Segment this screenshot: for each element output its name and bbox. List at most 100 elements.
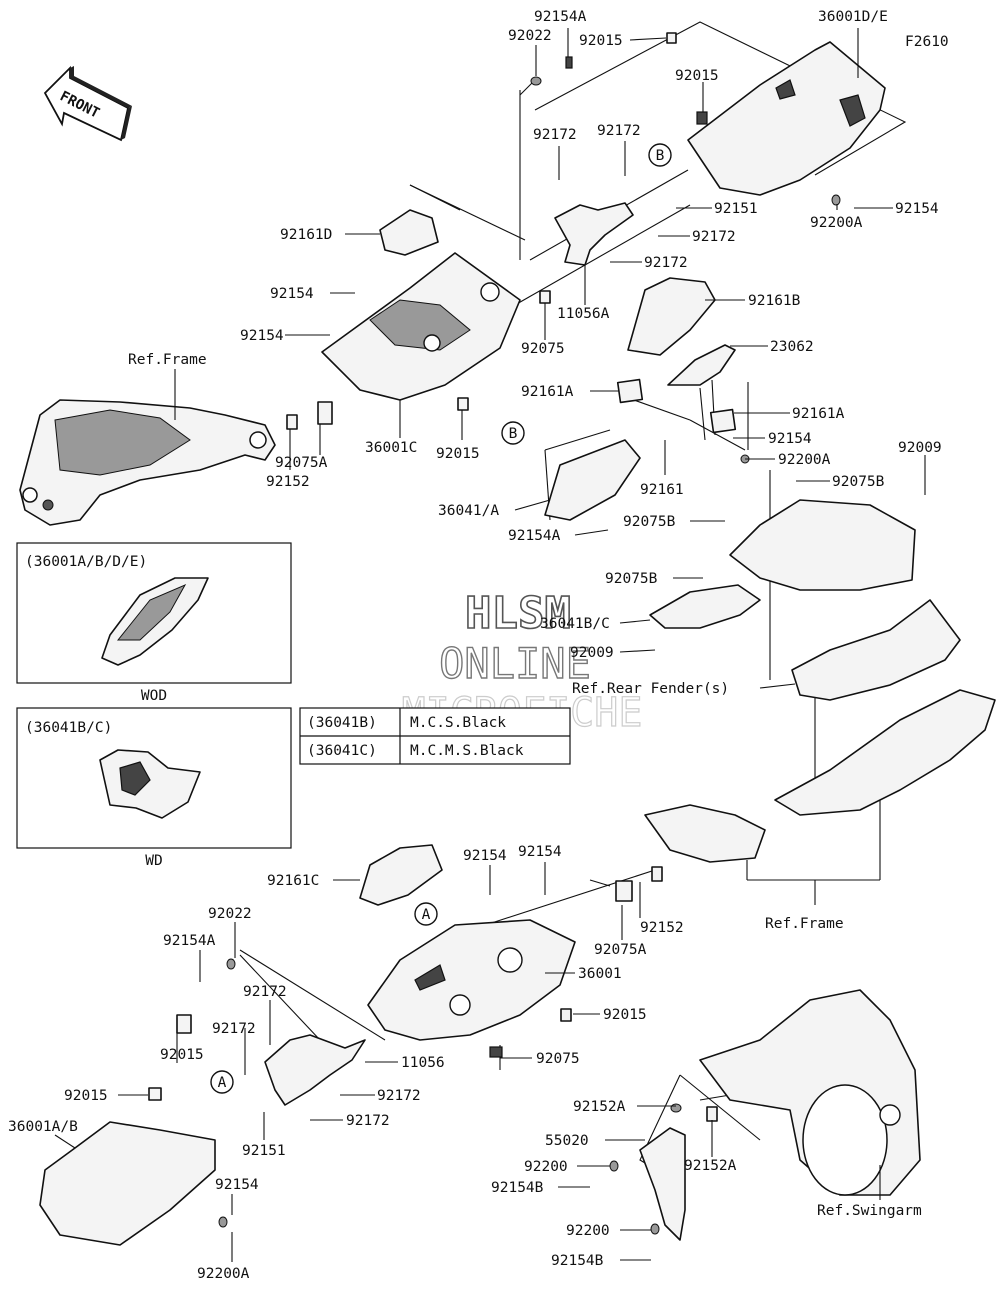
part-label: 36001C (365, 440, 417, 456)
part-label: 92172 (346, 1113, 390, 1129)
part-label: 36001D/E (818, 9, 888, 25)
svg-text:B: B (509, 426, 518, 442)
callouts: B B A A (210, 143, 672, 1094)
part-label: 92154B (491, 1180, 544, 1196)
part-label: 92172 (597, 123, 641, 139)
part-label: 92075A (594, 942, 647, 958)
variant-box-wod: (36001A/B/D/E) WOD (16, 542, 292, 704)
leader-lines (54, 28, 926, 1262)
color-table: (36041B) M.C.S.Black (36041C) M.C.M.S.Bl… (299, 707, 571, 765)
part-label: 92152A (573, 1099, 626, 1115)
cover-36041BC (649, 584, 761, 629)
color-table-code-2: (36041C) (307, 743, 377, 759)
part-label: 92075 (536, 1051, 580, 1067)
part-label: 92161B (748, 293, 801, 309)
subframe-center (644, 804, 766, 863)
assembly-lines (239, 21, 907, 1176)
pad-92161C (359, 844, 443, 906)
part-label: 92015 (579, 33, 623, 49)
ref-frame-left (19, 399, 276, 526)
part-label: 92009 (898, 440, 942, 456)
part-label: 92200 (566, 1223, 610, 1239)
callout-A-left: A (210, 1070, 234, 1094)
svg-text:A: A (422, 907, 431, 923)
part-label: 92022 (208, 906, 252, 922)
diagram-code: F2610 (905, 34, 949, 50)
part-label: 92154 (240, 328, 284, 344)
part-label: 92154A (508, 528, 561, 544)
part-label: 92161 (640, 482, 684, 498)
parts-drawings (19, 32, 996, 1246)
part-label: 92152A (684, 1158, 737, 1174)
part-label: 92200A (778, 452, 831, 468)
color-table-code-1: (36041B) (307, 715, 377, 731)
bracket-11056A (554, 202, 634, 266)
part-label: 36041B/C (540, 616, 610, 632)
part-label: 92015 (436, 446, 480, 462)
variant-wod-header: (36001A/B/D/E) (25, 554, 147, 570)
part-label: 92161A (521, 384, 574, 400)
part-label: 92161A (792, 406, 845, 422)
part-label: 92151 (714, 201, 758, 217)
part-label: 92154A (163, 933, 216, 949)
part-label: 92154 (270, 286, 314, 302)
part-label: 92161D (280, 227, 332, 243)
part-label: Ref.Rear Fender(s) (572, 681, 729, 697)
pad-92161A-right (709, 408, 737, 434)
part-label: 92009 (570, 645, 614, 661)
part-label: 92161C (267, 873, 319, 889)
watermark-line2: ONLINE (439, 639, 591, 688)
part-label: 92200A (810, 215, 863, 231)
part-label: 92154 (463, 848, 507, 864)
variant-wd-caption: WD (145, 853, 162, 869)
part-label: 92154A (534, 9, 587, 25)
part-label: 36001 (578, 966, 622, 982)
callout-A-mid: A (414, 902, 438, 926)
part-label: 92075B (623, 514, 676, 530)
part-label: 92154 (768, 431, 812, 447)
svg-text:A: A (218, 1075, 227, 1091)
part-label: Ref.Frame (128, 352, 207, 368)
pad-92161A-left (616, 378, 644, 404)
part-label: Ref.Swingarm (817, 1203, 922, 1219)
part-label: 92151 (242, 1143, 286, 1159)
pad-92161B (627, 277, 716, 356)
rear-fender-mid (791, 599, 961, 701)
part-label: 92075 (521, 341, 565, 357)
part-label: 92172 (692, 229, 736, 245)
variant-box-wd: (36041B/C) WD (16, 707, 292, 869)
part-label: 92154 (215, 1177, 259, 1193)
part-label: 11056A (557, 306, 610, 322)
collar-92015 (176, 1014, 192, 1034)
part-label: 92172 (243, 984, 287, 1000)
seat-cowl-36001 (367, 919, 576, 1041)
part-label: 92154 (895, 201, 939, 217)
svg-text:B: B (656, 148, 665, 164)
pad-92161D (379, 209, 439, 256)
variant-wd-header: (36041B/C) (25, 720, 112, 736)
part-label: 11056 (401, 1055, 445, 1071)
rear-fender-upper (729, 499, 916, 591)
color-table-color-1: M.C.S.Black (410, 715, 506, 731)
part-label: 36041/A (438, 503, 499, 519)
part-label: 92154B (551, 1253, 604, 1269)
part-label: 92172 (533, 127, 577, 143)
callout-B-top: B (648, 143, 672, 167)
part-label: 92154 (518, 844, 562, 860)
bracket-11056 (264, 1034, 366, 1106)
part-label: 92200A (197, 1266, 250, 1282)
part-label: 92172 (644, 255, 688, 271)
cover-36001AB (39, 1121, 216, 1246)
part-label: 92075B (605, 571, 658, 587)
ref-swingarm (699, 989, 921, 1196)
part-label: 92075B (832, 474, 885, 490)
part-label: 92200 (524, 1159, 568, 1175)
part-label: 92015 (603, 1007, 647, 1023)
seat-cowl-36001C (321, 252, 521, 401)
subframe-right (774, 689, 996, 816)
part-label: 92022 (508, 28, 552, 44)
part-label: 92172 (377, 1088, 421, 1104)
callout-B-mid: B (501, 421, 525, 445)
